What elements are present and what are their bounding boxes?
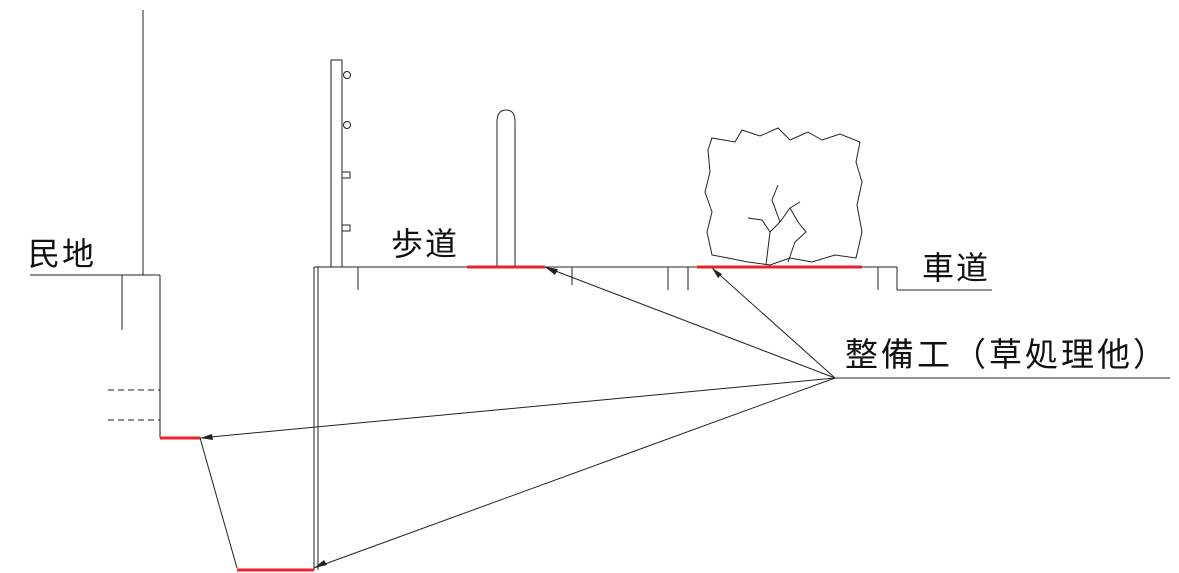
utility-pole-icon [330, 59, 351, 268]
arrowhead-private [200, 434, 213, 440]
bollard-icon [496, 109, 516, 267]
tree-icon [704, 127, 863, 266]
maintenance-work-label: 整備工（草処理他） [845, 335, 1169, 374]
leader-to-private-edge [199, 377, 836, 439]
private-land-label: 民地 [28, 235, 97, 273]
arrowhead-sidewalk [545, 267, 558, 275]
leader-to-bottom [313, 377, 836, 569]
arrowhead-bottom [314, 560, 327, 568]
leader-to-sidewalk [544, 266, 836, 379]
sidewalk-label: 歩道 [391, 225, 460, 263]
leader-to-tree-base [711, 267, 836, 379]
connector-private-to-bottom [199, 437, 238, 569]
arrowhead-tree [712, 268, 722, 278]
roadway-label: 車道 [922, 249, 991, 287]
